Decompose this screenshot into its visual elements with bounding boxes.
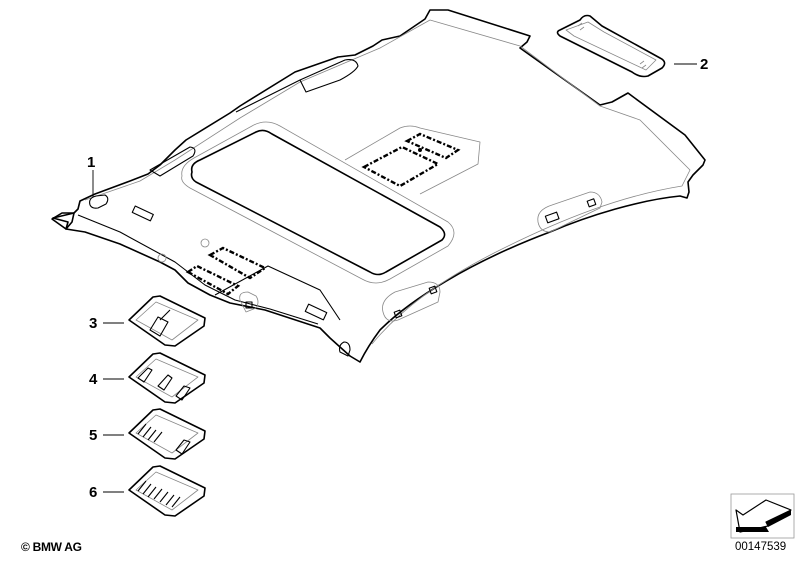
copyright-label: © BMW AG (21, 540, 82, 554)
headliner-part[interactable] (51, 9, 706, 363)
light-cover-6[interactable] (128, 465, 206, 517)
callout-2: 2 (700, 56, 709, 73)
callout-1: 1 (87, 154, 96, 171)
callout-4: 4 (89, 371, 98, 388)
front-console-cutout (185, 246, 341, 321)
callout-5: 5 (89, 427, 98, 444)
light-cover-5[interactable] (128, 408, 206, 460)
callout-3: 3 (89, 315, 98, 332)
diagram-number: 00147539 (735, 541, 787, 553)
callout-6: 6 (89, 484, 98, 501)
rear-console-cutout (344, 125, 481, 195)
light-cover-4[interactable] (128, 352, 206, 404)
direction-arrow-icon (730, 493, 795, 539)
light-cover-3[interactable] (128, 295, 206, 347)
rear-trim-panel-part[interactable] (556, 14, 666, 78)
